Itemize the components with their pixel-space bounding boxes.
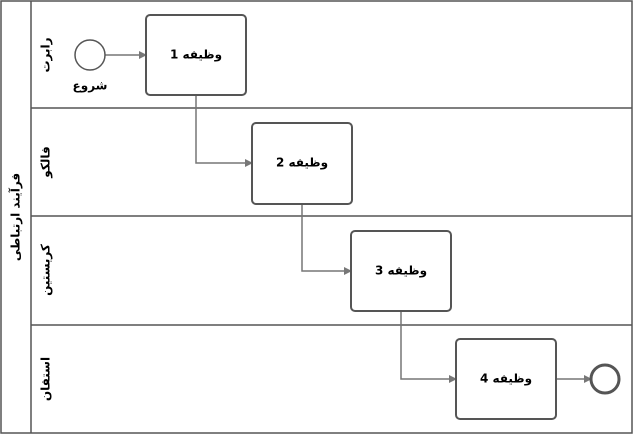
start-event-label: شروع — [73, 79, 108, 94]
start-event-circle[interactable] — [74, 39, 106, 71]
task-box[interactable] — [145, 14, 247, 96]
task-1[interactable]: وظیفه 1 — [145, 14, 247, 96]
end-event-circle[interactable] — [589, 363, 621, 395]
task-box[interactable] — [455, 338, 557, 420]
task-label: وظیفه 3 — [375, 264, 427, 279]
task-2[interactable]: وظیفه 2 — [251, 122, 353, 205]
flow-task1-to-task2 — [195, 95, 253, 167]
task-4[interactable]: وظیفه 4 — [455, 338, 557, 420]
flow-task3-to-task4 — [400, 311, 457, 383]
task-box[interactable] — [350, 230, 452, 312]
task-label: وظیفه 4 — [480, 372, 532, 387]
start-event[interactable]: شروع — [73, 39, 108, 94]
lane-label-christine: کریستین — [39, 244, 53, 296]
lane-label-falco: فالکو — [39, 146, 54, 178]
pool-label: فرآیند ارتباطی — [8, 173, 23, 261]
end-event[interactable] — [589, 363, 621, 395]
lane-label-robert: رابرت — [39, 37, 53, 72]
lanes: رابرت فالکو کریستین استفان — [31, 37, 632, 401]
task-box[interactable] — [251, 122, 353, 205]
task-label: وظیفه 1 — [170, 48, 222, 63]
task-label: وظیفه 2 — [276, 156, 328, 171]
task-3[interactable]: وظیفه 3 — [350, 230, 452, 312]
flow-task2-to-task3 — [301, 204, 352, 275]
lane-label-stefan: استفان — [39, 357, 53, 401]
sequence-flows — [105, 51, 592, 383]
